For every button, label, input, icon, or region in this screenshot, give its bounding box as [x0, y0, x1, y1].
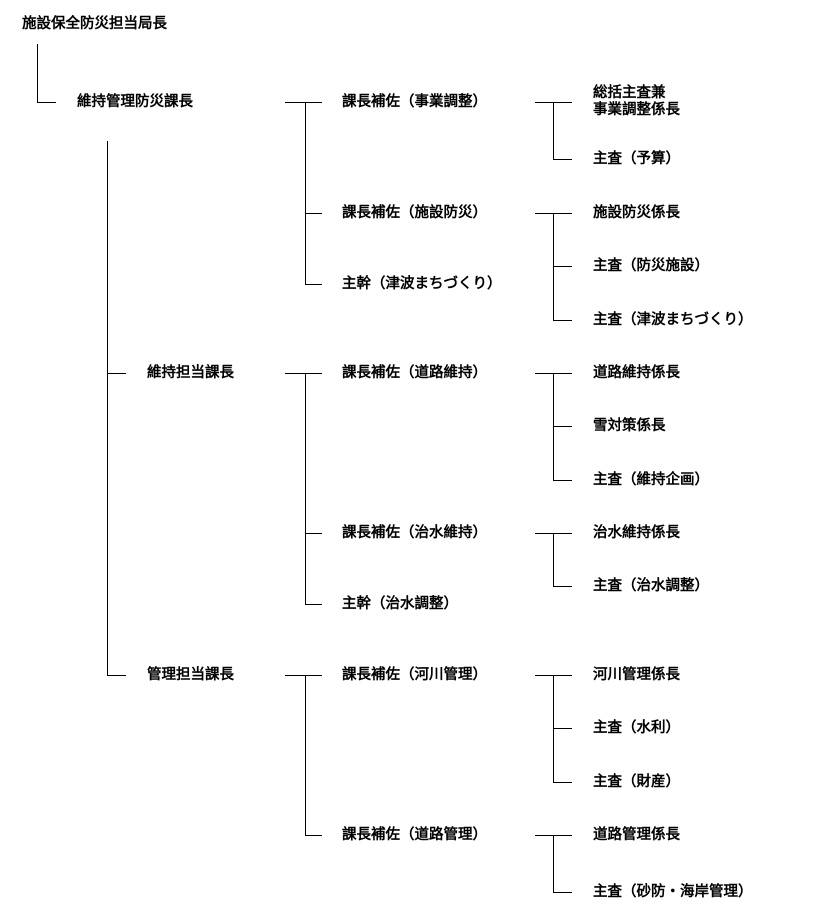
connector-line: [305, 533, 322, 534]
connector-line: [305, 284, 322, 285]
node-asst-road-maint: 課長補佐（道路維持）: [342, 365, 487, 381]
connector-line: [553, 586, 572, 587]
connector-line: [305, 604, 322, 605]
node-river-mgmt-head: 河川管理係長: [593, 667, 680, 683]
connector-line: [305, 675, 306, 835]
connector-line: [305, 373, 306, 604]
node-inspector-property: 主査（財産）: [593, 774, 680, 790]
node-inspector-tsunami: 主査（津波まちづくり）: [593, 312, 753, 328]
connector-line: [37, 44, 38, 102]
connector-line: [305, 835, 322, 836]
node-asst-road-mgmt: 課長補佐（道路管理）: [342, 827, 487, 843]
connector-line: [285, 373, 322, 374]
connector-line: [553, 266, 572, 267]
connector-line: [553, 159, 572, 160]
node-road-mgmt-head: 道路管理係長: [593, 827, 680, 843]
connector-line: [107, 373, 126, 374]
node-asst-facility: 課長補佐（施設防災）: [342, 205, 487, 221]
connector-line: [285, 102, 322, 103]
node-flood-maint-head: 治水維持係長: [593, 525, 680, 541]
node-asst-flood-maint: 課長補佐（治水維持）: [342, 525, 487, 541]
connector-line: [553, 835, 554, 892]
connector-line: [553, 782, 572, 783]
node-general-inspector: 総括主査兼 事業調整係長: [593, 85, 680, 118]
node-mgmt-chief: 管理担当課長: [147, 667, 234, 683]
connector-line: [553, 426, 572, 427]
connector-line: [107, 675, 126, 676]
node-chief-tsunami: 主幹（津波まちづくり）: [342, 276, 502, 292]
node-inspector-flood-adj: 主査（治水調整）: [593, 578, 709, 594]
node-asst-business: 課長補佐（事業調整）: [342, 94, 487, 110]
node-chief-flood-adj: 主幹（治水調整）: [342, 596, 458, 612]
node-asst-river-mgmt: 課長補佐（河川管理）: [342, 667, 487, 683]
connector-line: [553, 533, 554, 586]
connector-line: [553, 892, 572, 893]
node-inspector-disaster-facility: 主査（防災施設）: [593, 258, 709, 274]
node-director: 施設保全防災担当局長: [22, 16, 167, 32]
connector-line: [107, 141, 108, 675]
connector-line: [305, 102, 306, 284]
node-snow-head: 雪対策係長: [593, 418, 666, 434]
node-inspector-water: 主査（水利）: [593, 720, 680, 736]
connector-line: [553, 320, 572, 321]
connector-line: [553, 480, 572, 481]
node-inspector-maint-plan: 主査（維持企画）: [593, 472, 709, 488]
node-road-maint-head: 道路維持係長: [593, 365, 680, 381]
node-facility-disaster-head: 施設防災係長: [593, 205, 680, 221]
node-maint-mgmt-disaster-chief: 維持管理防災課長: [77, 94, 193, 110]
connector-line: [285, 675, 322, 676]
connector-line: [553, 728, 572, 729]
connector-line: [37, 102, 56, 103]
node-maint-chief: 維持担当課長: [147, 365, 234, 381]
connector-line: [305, 213, 322, 214]
node-inspector-budget: 主査（予算）: [593, 151, 680, 167]
connector-line: [553, 102, 554, 159]
node-inspector-erosion-coast: 主査（砂防・海岸管理）: [593, 884, 753, 900]
